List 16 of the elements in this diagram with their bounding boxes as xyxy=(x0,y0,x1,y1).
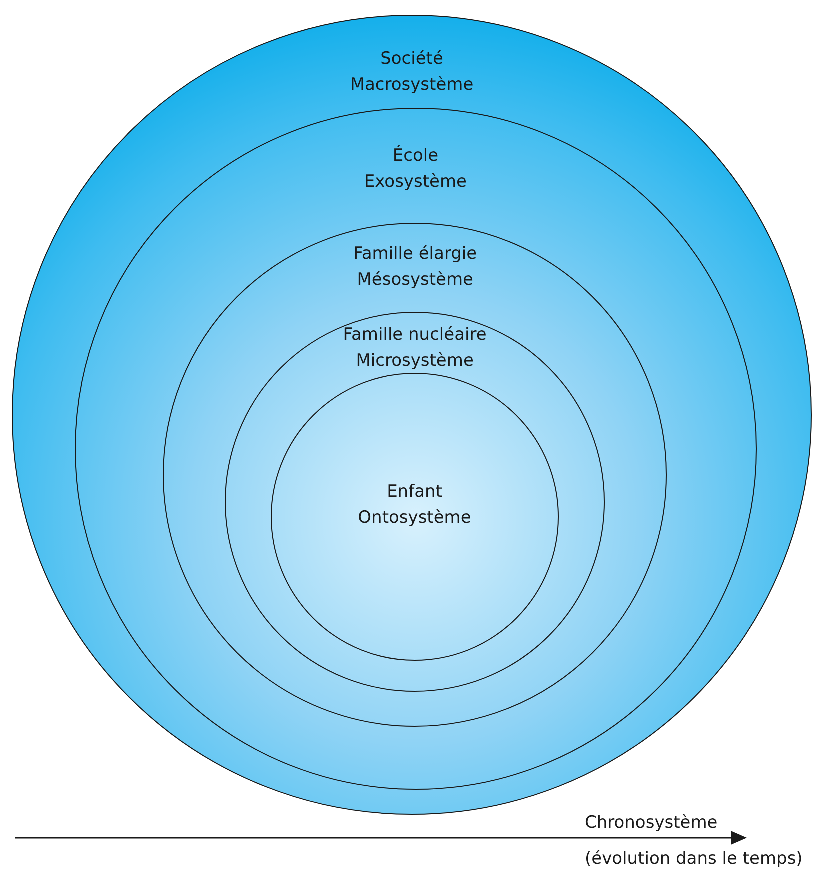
system-heading: Famille nucléaire xyxy=(343,324,487,346)
system-heading: Société xyxy=(380,48,444,70)
axis-note: (évolution dans le temps) xyxy=(585,848,803,870)
system-name: Mésosystème xyxy=(357,269,474,292)
system-heading: Enfant xyxy=(387,481,442,504)
system-name: Exosystème xyxy=(364,171,467,194)
system-heading: École xyxy=(392,145,439,168)
system-name: Ontosystème xyxy=(358,507,472,530)
system-name: Microsystème xyxy=(356,350,474,372)
axis-label: Chronosystème xyxy=(585,812,718,834)
system-name: Macrosystème xyxy=(350,74,474,96)
exosystem-circle xyxy=(74,108,757,790)
system-heading: Famille élargie xyxy=(354,243,478,266)
mesosystem-circle xyxy=(163,223,668,728)
ontosystem-circle xyxy=(270,372,559,661)
microsystem-circle xyxy=(225,312,606,692)
